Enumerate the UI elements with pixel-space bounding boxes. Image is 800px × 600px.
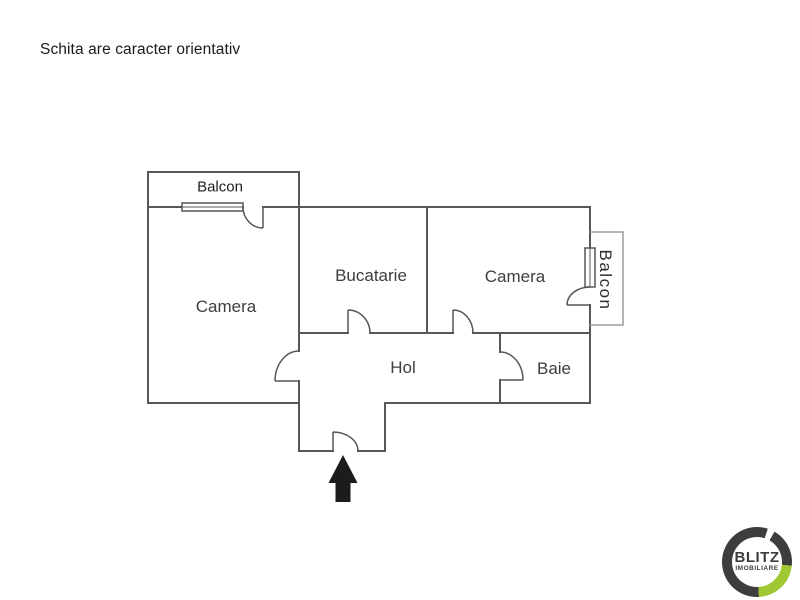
door-balcony-top: [242, 206, 264, 229]
door-bucatarie: [347, 309, 371, 334]
wall-vestibule-right: [357, 402, 591, 452]
room-label-balcon-right: Balcon: [596, 249, 615, 311]
door-balcony-right: [566, 286, 591, 306]
room-label-camera-right: Camera: [484, 267, 546, 286]
blitz-logo-name: BLITZ: [734, 549, 780, 566]
door-camera-right: [452, 309, 474, 334]
walls: [147, 171, 591, 452]
blitz-logo: BLITZ IMOBILIARE: [722, 527, 792, 597]
wall-balcony-top-box: [147, 171, 300, 208]
disclaimer-text: Schita are caracter orientativ: [40, 41, 241, 58]
wall-left-and-bottom: [147, 171, 299, 404]
balcony-right-outline: [590, 231, 624, 326]
doors: [242, 206, 591, 452]
window-right: [584, 247, 596, 288]
blitz-logo-text: BLITZ IMOBILIARE: [722, 527, 792, 597]
window-top: [181, 202, 244, 212]
door-camera-left: [274, 350, 300, 382]
blitz-logo-inner-circle: [732, 537, 782, 587]
room-label-bucatarie: Bucatarie: [335, 266, 407, 285]
room-label-balcon-top: Balcon: [197, 178, 243, 196]
room-label-camera-left: Camera: [195, 297, 257, 316]
blitz-logo-subtitle: IMOBILIARE: [735, 565, 779, 572]
entrance-arrow-icon: [328, 455, 358, 502]
room-label-baie: Baie: [536, 359, 572, 378]
door-entrance: [332, 431, 359, 452]
room-label-hol: Hol: [390, 358, 416, 377]
door-baie: [499, 351, 524, 381]
